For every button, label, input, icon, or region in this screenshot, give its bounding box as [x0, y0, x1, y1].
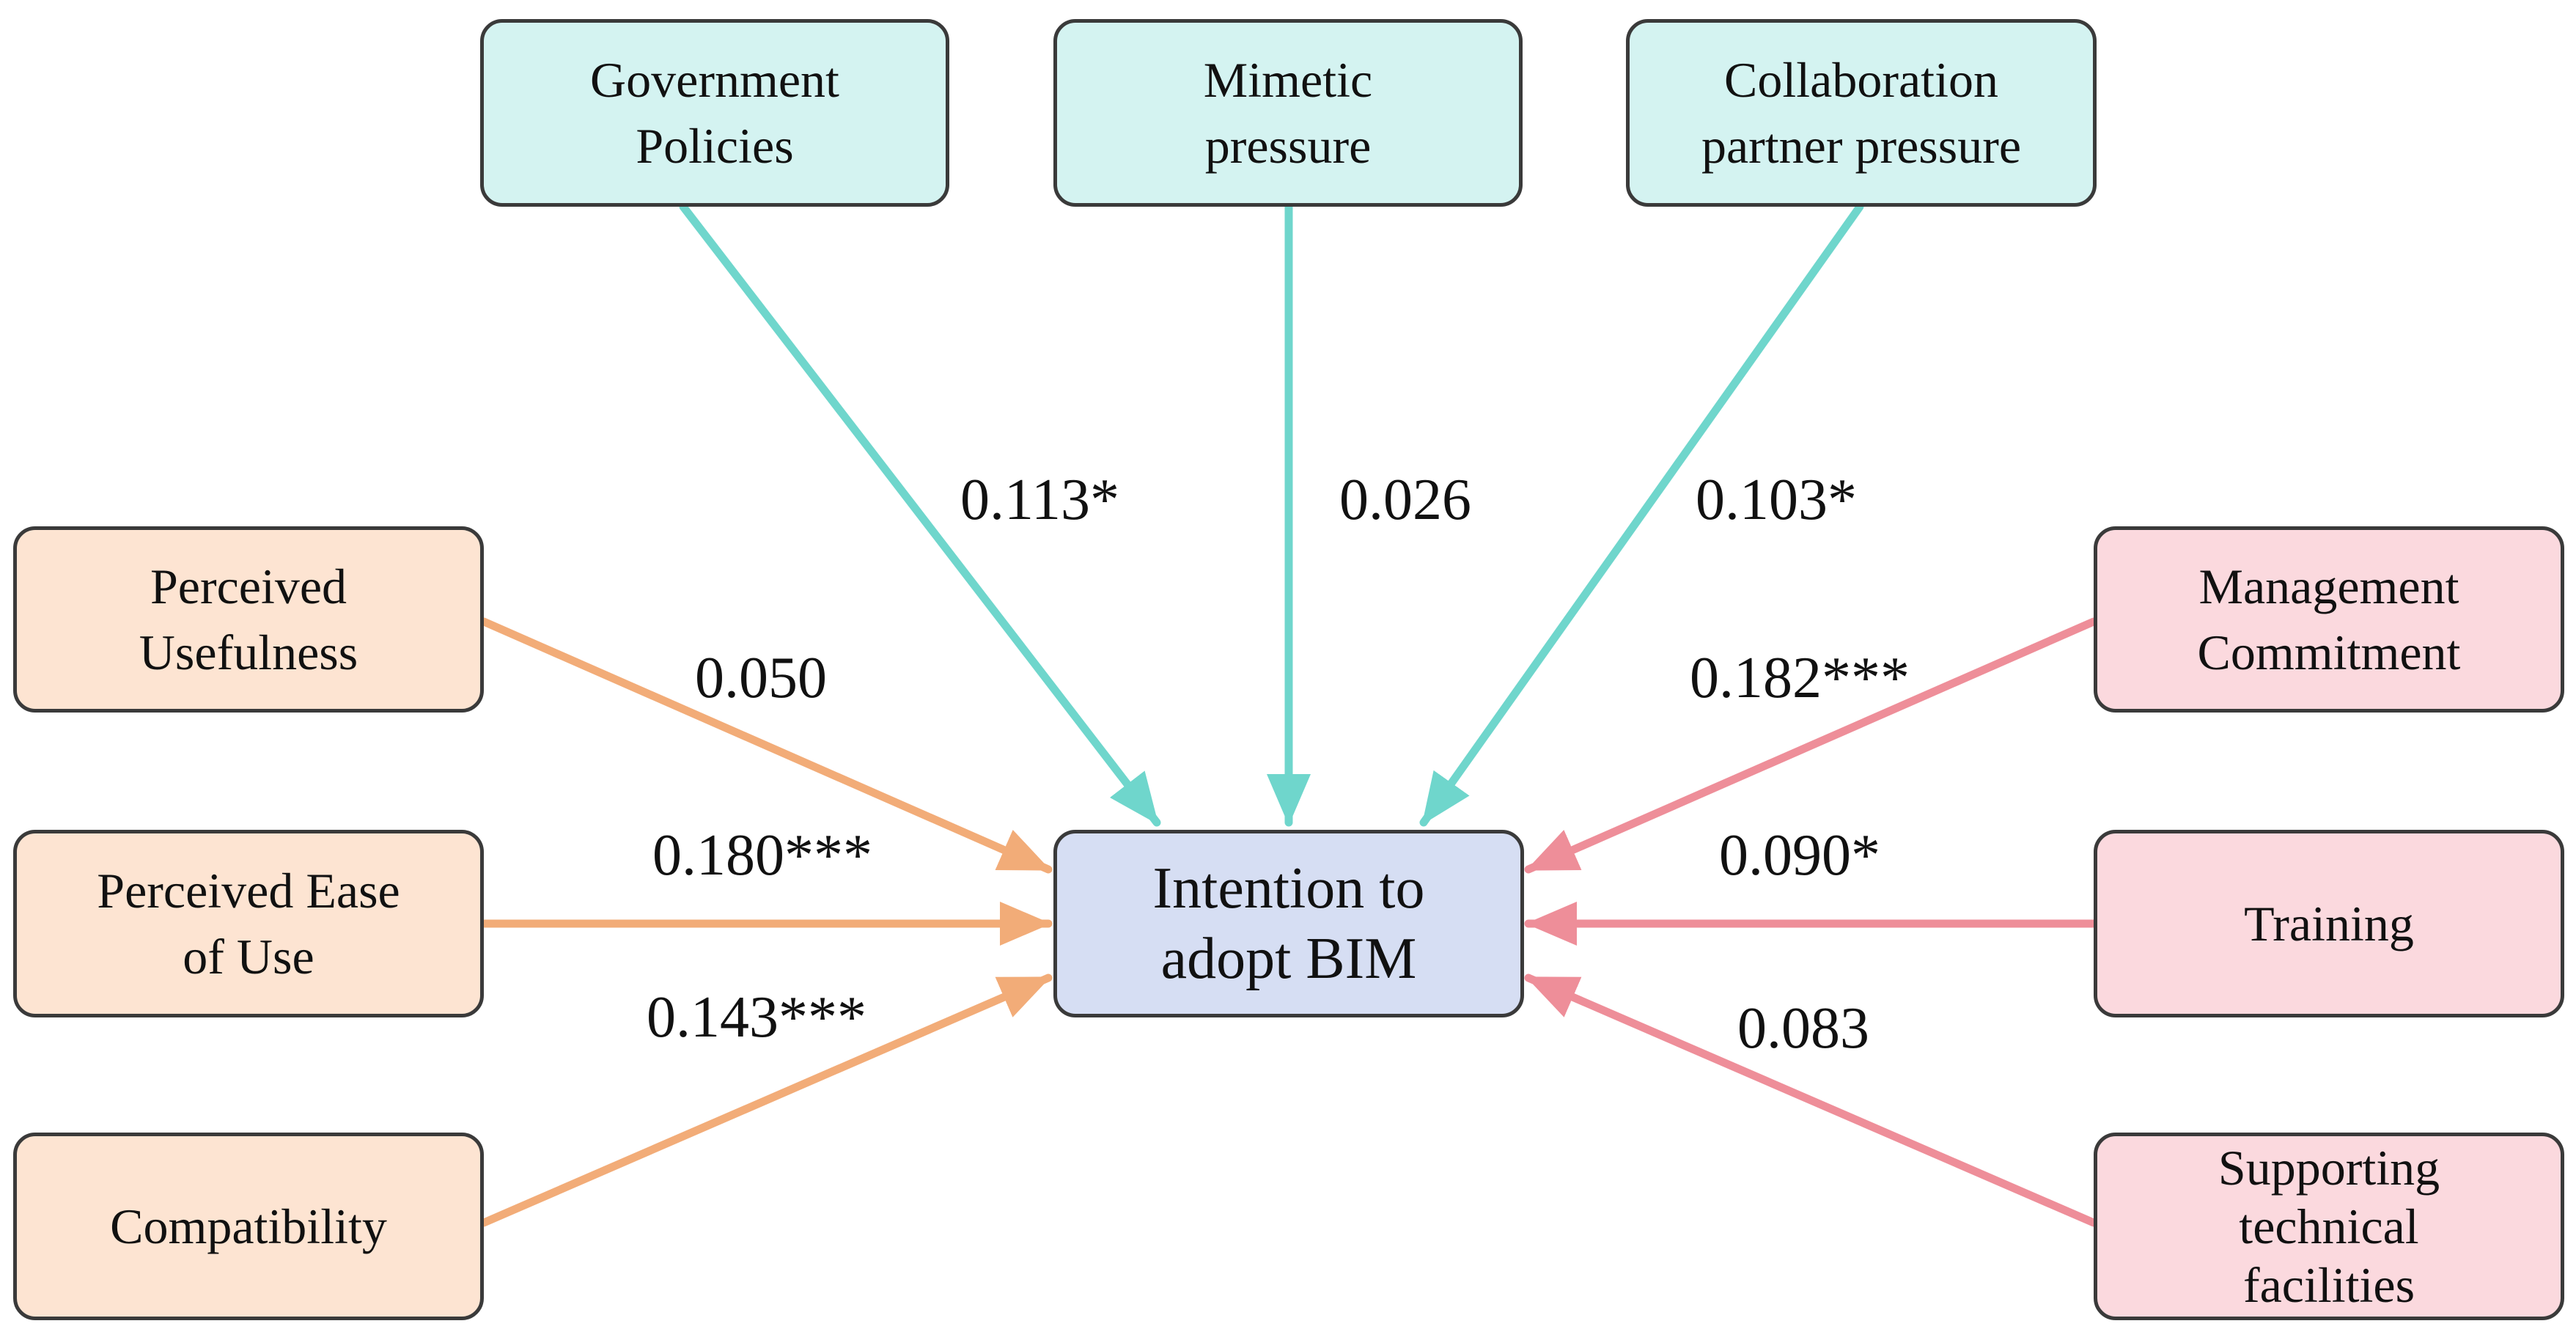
node-label: adopt BIM [1160, 927, 1417, 991]
node-label: Perceived [150, 559, 347, 614]
node-label: Mimetic [1203, 52, 1373, 108]
node-label: Training [2244, 896, 2414, 951]
node-label: technical [2239, 1199, 2419, 1254]
node-label: pressure [1204, 118, 1372, 174]
node-mimetic-pressure: Mimetic pressure [1053, 19, 1523, 207]
node-label: facilities [2242, 1257, 2415, 1313]
node-label: Intention to [1152, 856, 1425, 921]
coefficient-mimetic-pressure: 0.026 [1339, 468, 1471, 532]
node-label: Management [2198, 559, 2459, 614]
node-compatibility: Compatibility [13, 1133, 484, 1320]
node-label: partner pressure [1701, 118, 2022, 174]
node-training: Training [2094, 830, 2564, 1017]
coefficient-collaboration-partner-pressure: 0.103* [1696, 468, 1857, 532]
node-collaboration-partner-pressure: Collaboration partner pressure [1626, 19, 2097, 207]
node-label: Policies [636, 118, 794, 174]
node-perceived-ease-of-use: Perceived Ease of Use [13, 830, 484, 1017]
arrow-supporting-technical-facilities [1524, 973, 2098, 1227]
arrow-government-policies [679, 202, 1161, 827]
coefficient-compatibility: 0.143*** [647, 985, 866, 1050]
coefficient-supporting-technical-facilities: 0.083 [1737, 996, 1869, 1061]
node-label: Compatibility [110, 1199, 387, 1254]
node-label: Collaboration [1724, 52, 1998, 108]
coefficient-perceived-ease-of-use: 0.180*** [652, 823, 872, 888]
coefficient-training: 0.090* [1719, 823, 1880, 888]
arrow-perceived-usefulness [479, 617, 1053, 874]
node-label: Usefulness [139, 625, 358, 680]
arrow-collaboration-partner-pressure [1419, 202, 1864, 827]
arrow-compatibility [479, 973, 1053, 1227]
coefficient-perceived-usefulness: 0.050 [695, 646, 827, 710]
arrow-management-commitment [1524, 617, 2098, 874]
node-label: Government [590, 52, 839, 108]
node-label: Supporting [2218, 1140, 2440, 1196]
node-label: of Use [183, 929, 314, 984]
node-label: Commitment [2197, 625, 2461, 680]
coefficient-management-commitment: 0.182*** [1690, 646, 1910, 710]
node-label: Perceived Ease [97, 863, 400, 919]
coefficient-government-policies: 0.113* [960, 468, 1120, 532]
